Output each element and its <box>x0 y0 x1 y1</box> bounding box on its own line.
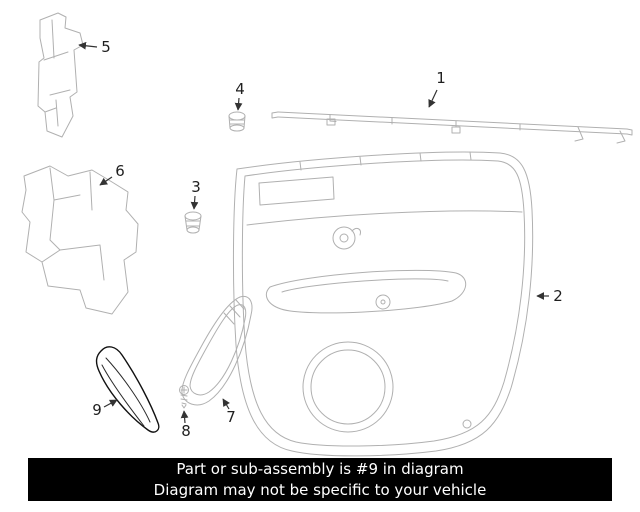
callout-4-label: 4 <box>235 80 245 98</box>
callout-5: 5 <box>78 38 111 56</box>
callout-1-label: 1 <box>436 69 446 87</box>
callout-2: 2 <box>536 287 563 305</box>
callout-8: 8 <box>180 410 191 440</box>
callout-3-label: 3 <box>191 178 201 196</box>
part-9-highlighted-trim <box>95 346 160 433</box>
callout-8-arrow <box>180 410 189 424</box>
callout-5-label: 5 <box>101 38 111 56</box>
part-9-shape <box>95 346 160 433</box>
line-art <box>21 12 633 457</box>
callout-7-label: 7 <box>226 408 236 426</box>
part-5-upper-bracket <box>37 12 84 138</box>
callout-6: 6 <box>99 162 125 186</box>
callout-7: 7 <box>222 398 236 426</box>
part-3-grommet <box>184 211 202 234</box>
callout-9-label: 9 <box>92 401 102 419</box>
callout-6-label: 6 <box>115 162 125 180</box>
part-2-door-trim-panel <box>232 151 534 457</box>
callout-4: 4 <box>234 80 245 111</box>
part-7-pull-handle-bracket <box>181 295 253 406</box>
banner-line-2: Diagram may not be specific to your vehi… <box>153 480 487 499</box>
part-8-screw <box>179 385 189 409</box>
callout-7-arrow <box>222 398 230 410</box>
callouts: 1 2 3 4 5 6 7 <box>78 38 563 440</box>
callout-8-label: 8 <box>181 422 191 440</box>
banner-line-1: Part or sub-assembly is #9 in diagram <box>176 459 464 478</box>
callout-2-label: 2 <box>553 287 563 305</box>
part-4-clip <box>228 111 246 132</box>
part-1-belt-weatherstrip <box>271 111 633 144</box>
part-6-lower-bracket <box>21 165 139 315</box>
callout-3-arrow <box>190 195 199 210</box>
callout-6-arrow <box>99 176 113 186</box>
callout-1: 1 <box>428 69 446 108</box>
callout-9-arrow <box>103 399 118 408</box>
callout-4-arrow <box>234 97 243 111</box>
callout-5-arrow <box>78 41 98 50</box>
callout-3: 3 <box>190 178 201 210</box>
callout-9: 9 <box>92 399 118 419</box>
callout-1-arrow <box>428 89 438 108</box>
diagram-note-banner: Part or sub-assembly is #9 in diagram Di… <box>28 458 612 501</box>
